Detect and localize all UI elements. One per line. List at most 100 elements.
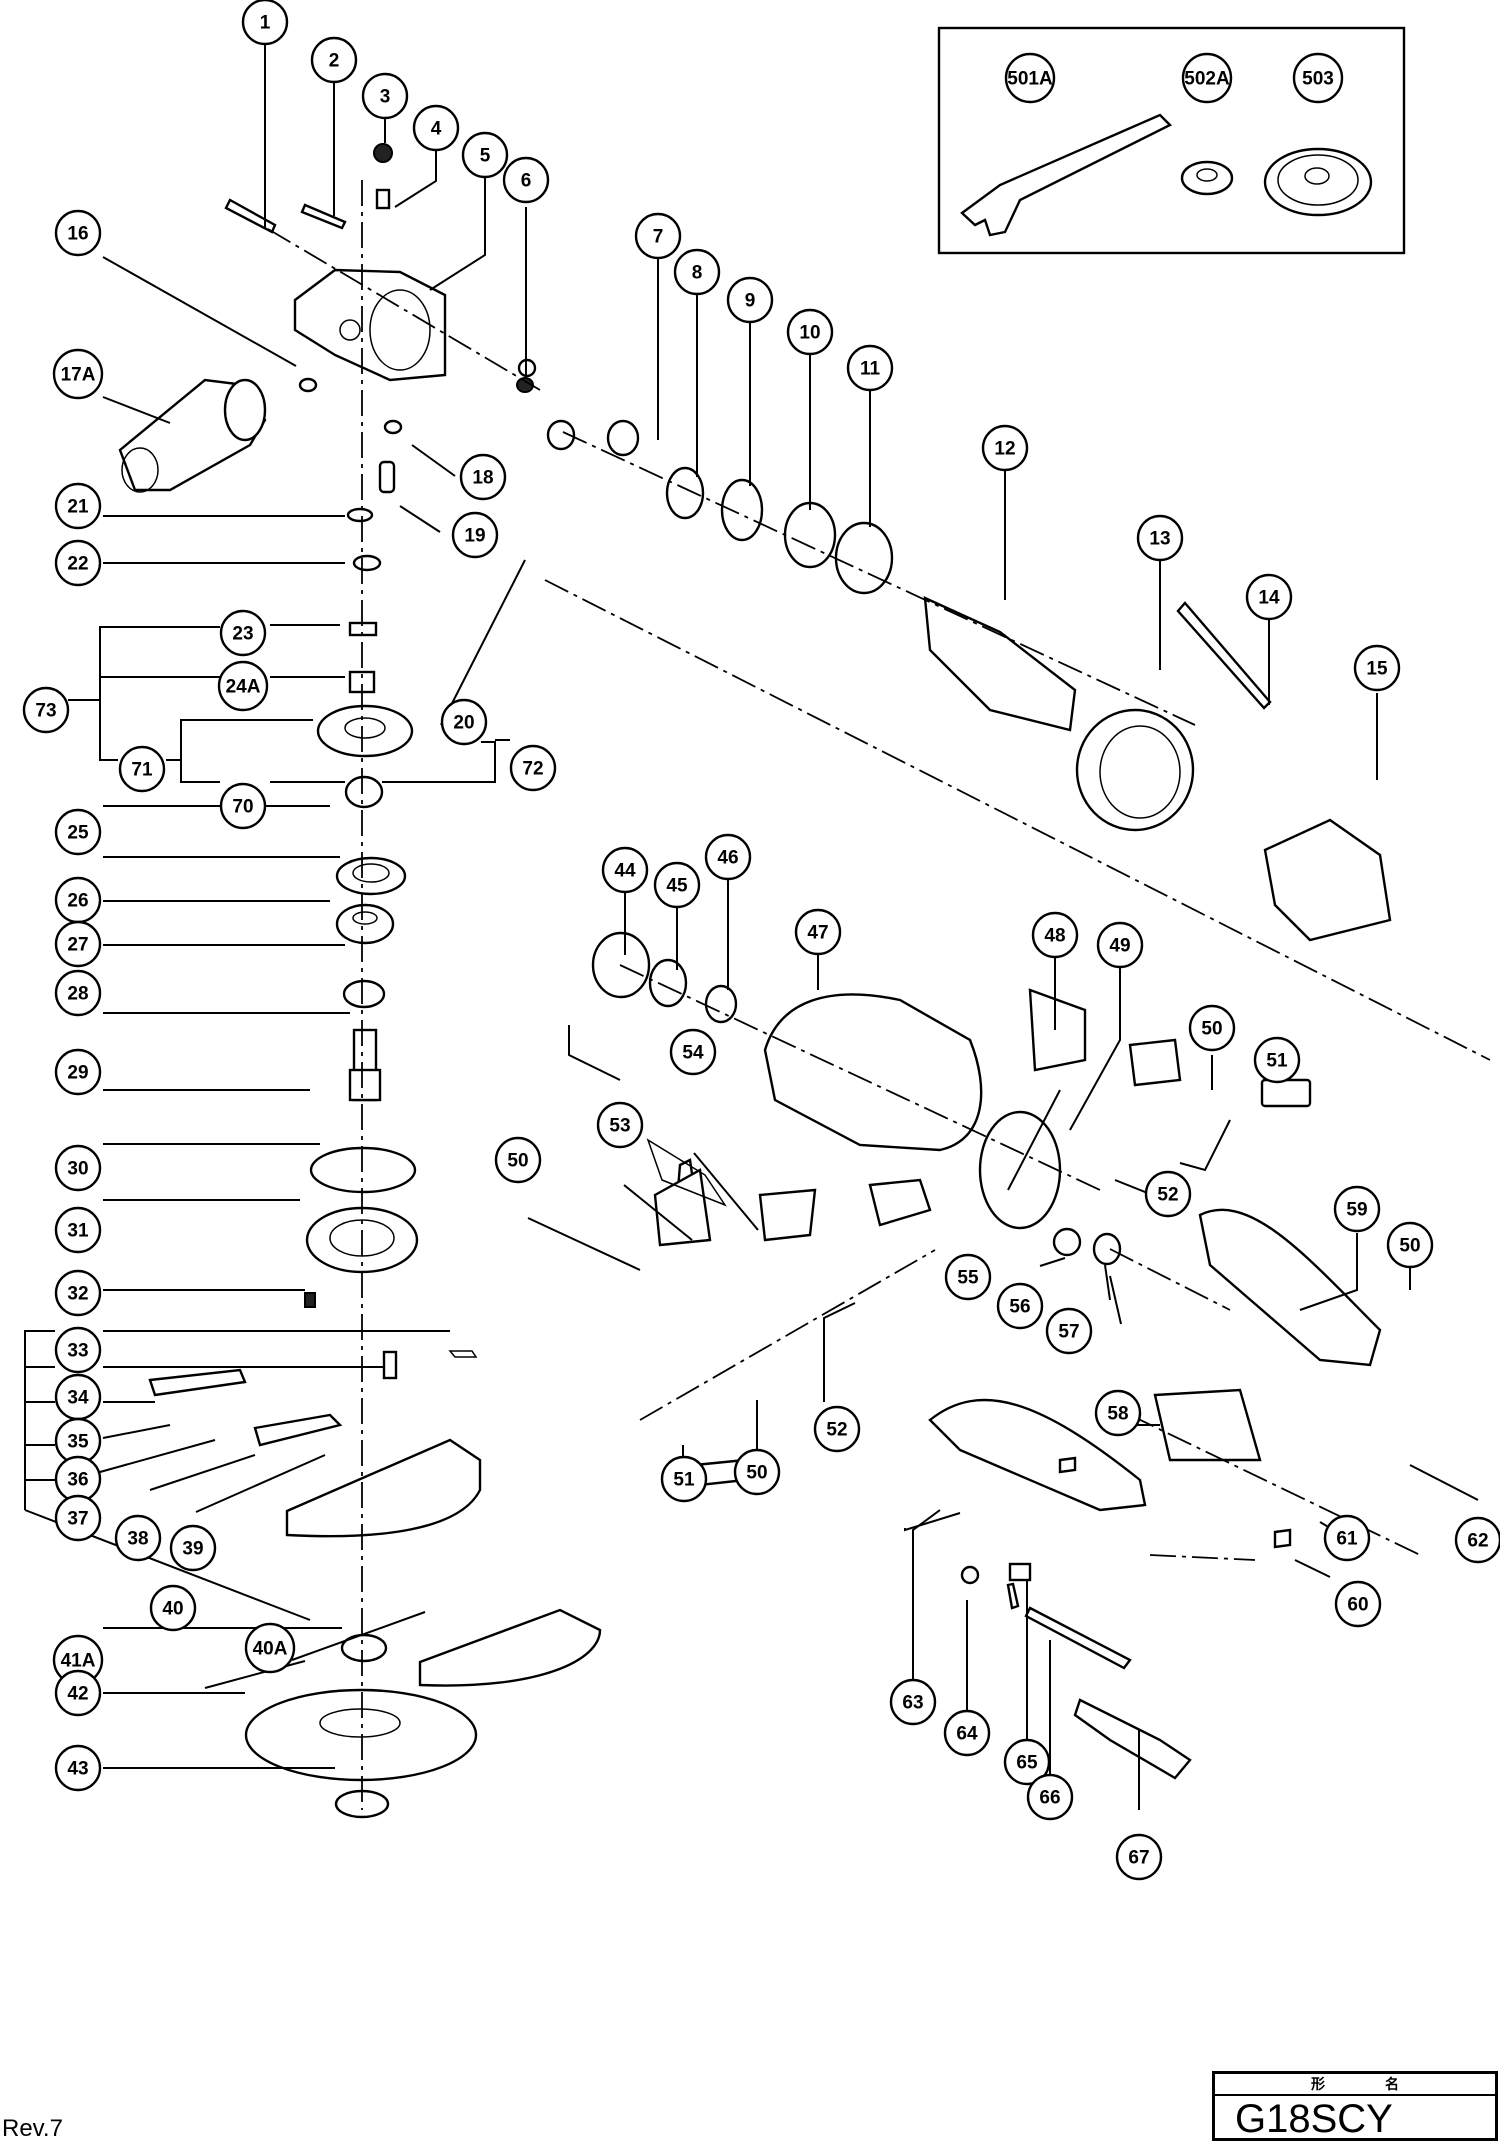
callout-label: 64 — [956, 1724, 978, 1745]
callout-circle — [169, 1524, 217, 1572]
callout-circle — [494, 1136, 542, 1184]
callout-503: 503 — [1292, 52, 1344, 104]
callout-73: 73 — [22, 686, 70, 734]
callout-23: 23 — [219, 609, 267, 657]
callout-71: 71 — [118, 745, 166, 793]
callout-circle — [54, 1326, 102, 1374]
callout-circle — [794, 908, 842, 956]
callout-circle — [219, 609, 267, 657]
callout-circle — [54, 482, 102, 530]
callout-circle — [813, 1405, 861, 1453]
callout-9: 9 — [726, 276, 774, 324]
callout-circle — [54, 539, 102, 587]
callout-circle — [54, 1144, 102, 1192]
callout-label: 29 — [67, 1063, 88, 1084]
callout-label: 6 — [521, 171, 532, 192]
callout-43: 43 — [54, 1744, 102, 1792]
callout-label: 27 — [67, 935, 88, 956]
callout-circle — [1045, 1307, 1093, 1355]
callout-circle — [412, 104, 460, 152]
callout-57: 57 — [1045, 1307, 1093, 1355]
callout-label: 71 — [131, 760, 153, 781]
callout-32: 32 — [54, 1269, 102, 1317]
callout-64: 64 — [943, 1709, 991, 1757]
callout-label: 9 — [745, 291, 756, 312]
callout-label: 30 — [67, 1159, 88, 1180]
title-block-header-char-2: 名 — [1385, 2076, 1399, 2092]
callout-circle — [1003, 1738, 1051, 1786]
callout-label: 2 — [329, 51, 340, 72]
callout-16: 16 — [54, 209, 102, 257]
callout-circle — [310, 36, 358, 84]
title-block-header-char-1: 形 — [1311, 2076, 1325, 2092]
callout-circle — [451, 511, 499, 559]
callout-circle — [601, 846, 649, 894]
callout-circle — [54, 1494, 102, 1542]
callout-circle — [1004, 52, 1056, 104]
callout-circle — [1334, 1580, 1382, 1628]
left-small-parts — [224, 143, 537, 694]
callout-27: 27 — [54, 920, 102, 968]
callout-label: 51 — [673, 1470, 695, 1491]
callout-label: 46 — [717, 848, 738, 869]
callout-52: 52 — [1144, 1170, 1192, 1218]
callout-circle — [596, 1101, 644, 1149]
wheel-guard-part — [148, 1350, 602, 1687]
callout-circle — [669, 1028, 717, 1076]
callout-circle — [660, 1455, 708, 1503]
callout-circle — [1386, 1221, 1434, 1269]
callout-circle — [1188, 1004, 1236, 1052]
callout-label: 14 — [1258, 588, 1280, 609]
title-block: 形 名 G18SCY — [1212, 2071, 1498, 2141]
callout-25: 25 — [54, 808, 102, 856]
callout-circle — [54, 920, 102, 968]
callout-label: 28 — [67, 984, 88, 1005]
callout-label: 35 — [67, 1432, 89, 1453]
callout-circle — [981, 424, 1029, 472]
callout-label: 31 — [67, 1221, 89, 1242]
callout-53: 53 — [596, 1101, 644, 1149]
callout-label: 56 — [1009, 1297, 1030, 1318]
callout-51: 51 — [1253, 1036, 1301, 1084]
callout-circle — [943, 1709, 991, 1757]
callout-label: 51 — [1266, 1051, 1288, 1072]
callout-label: 18 — [472, 468, 493, 489]
callout-label: 52 — [1157, 1185, 1178, 1206]
callout-circle — [54, 969, 102, 1017]
callout-22: 22 — [54, 539, 102, 587]
callout-label: 3 — [380, 87, 391, 108]
side-handle-part — [118, 378, 267, 493]
callout-58: 58 — [1094, 1389, 1142, 1437]
callout-24a: 24A — [217, 660, 269, 712]
callout-circle — [1094, 1389, 1142, 1437]
callout-37: 37 — [54, 1494, 102, 1542]
callout-circle — [1136, 514, 1184, 562]
callout-label: 45 — [666, 876, 688, 897]
callout-circle — [54, 1269, 102, 1317]
callout-label: 66 — [1039, 1788, 1060, 1809]
wheel-nut-part — [1263, 147, 1373, 217]
callout-circle — [673, 248, 721, 296]
callout-label: 40 — [162, 1599, 183, 1620]
callout-502a: 502A — [1181, 52, 1233, 104]
title-block-header: 形 名 — [1215, 2074, 1495, 2096]
callout-label: 42 — [67, 1684, 88, 1705]
callout-14: 14 — [1245, 573, 1293, 621]
callout-55: 55 — [944, 1253, 992, 1301]
callout-49: 49 — [1096, 921, 1144, 969]
callout-circle — [54, 209, 102, 257]
callout-circle — [634, 212, 682, 260]
callout-15: 15 — [1353, 644, 1401, 692]
callout-label: 13 — [1149, 529, 1170, 550]
callout-2: 2 — [310, 36, 358, 84]
callout-label: 53 — [609, 1116, 630, 1137]
callout-circle — [54, 1048, 102, 1096]
callout-label: 63 — [902, 1693, 923, 1714]
callout-label: 50 — [507, 1151, 528, 1172]
callout-501a: 501A — [1004, 52, 1056, 104]
callout-51: 51 — [660, 1455, 708, 1503]
callout-50: 50 — [733, 1448, 781, 1496]
callout-46: 46 — [704, 833, 752, 881]
callout-26: 26 — [54, 876, 102, 924]
callout-33: 33 — [54, 1326, 102, 1374]
